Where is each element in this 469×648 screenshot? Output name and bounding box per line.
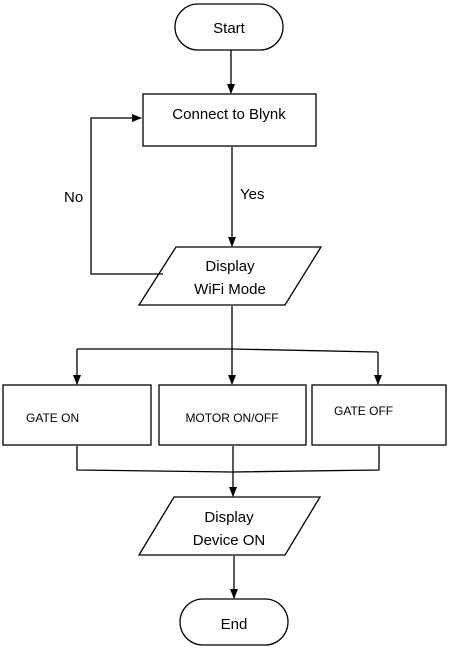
start-label: Start (213, 20, 246, 37)
connect-label: Connect to Blynk (172, 106, 286, 123)
end-label: End (221, 616, 248, 633)
display-wifi-io (137, 246, 323, 306)
split-line (77, 348, 379, 353)
merge-line (76, 446, 380, 473)
end-terminal (179, 598, 289, 646)
connect-process-box (142, 93, 317, 147)
display-device-label-line1: Display (204, 509, 254, 526)
display-wifi-label-line1: Display (205, 258, 255, 275)
no-loop-line (90, 114, 163, 275)
display-device-label-line2: Device ON (193, 532, 266, 549)
display-device-io (137, 496, 322, 556)
start-terminal (174, 3, 284, 51)
gate-on-label: GATE ON (26, 411, 79, 425)
yes-edge-label: Yes (240, 186, 264, 203)
motor-label: MOTOR ON/OFF (185, 411, 278, 425)
gate-off-label: GATE OFF (334, 404, 393, 418)
display-wifi-label-line2: WiFi Mode (194, 281, 266, 298)
no-edge-label: No (64, 189, 83, 206)
motor-box (158, 384, 307, 446)
gate-off-box (311, 384, 447, 446)
gate-on-box (2, 384, 152, 446)
